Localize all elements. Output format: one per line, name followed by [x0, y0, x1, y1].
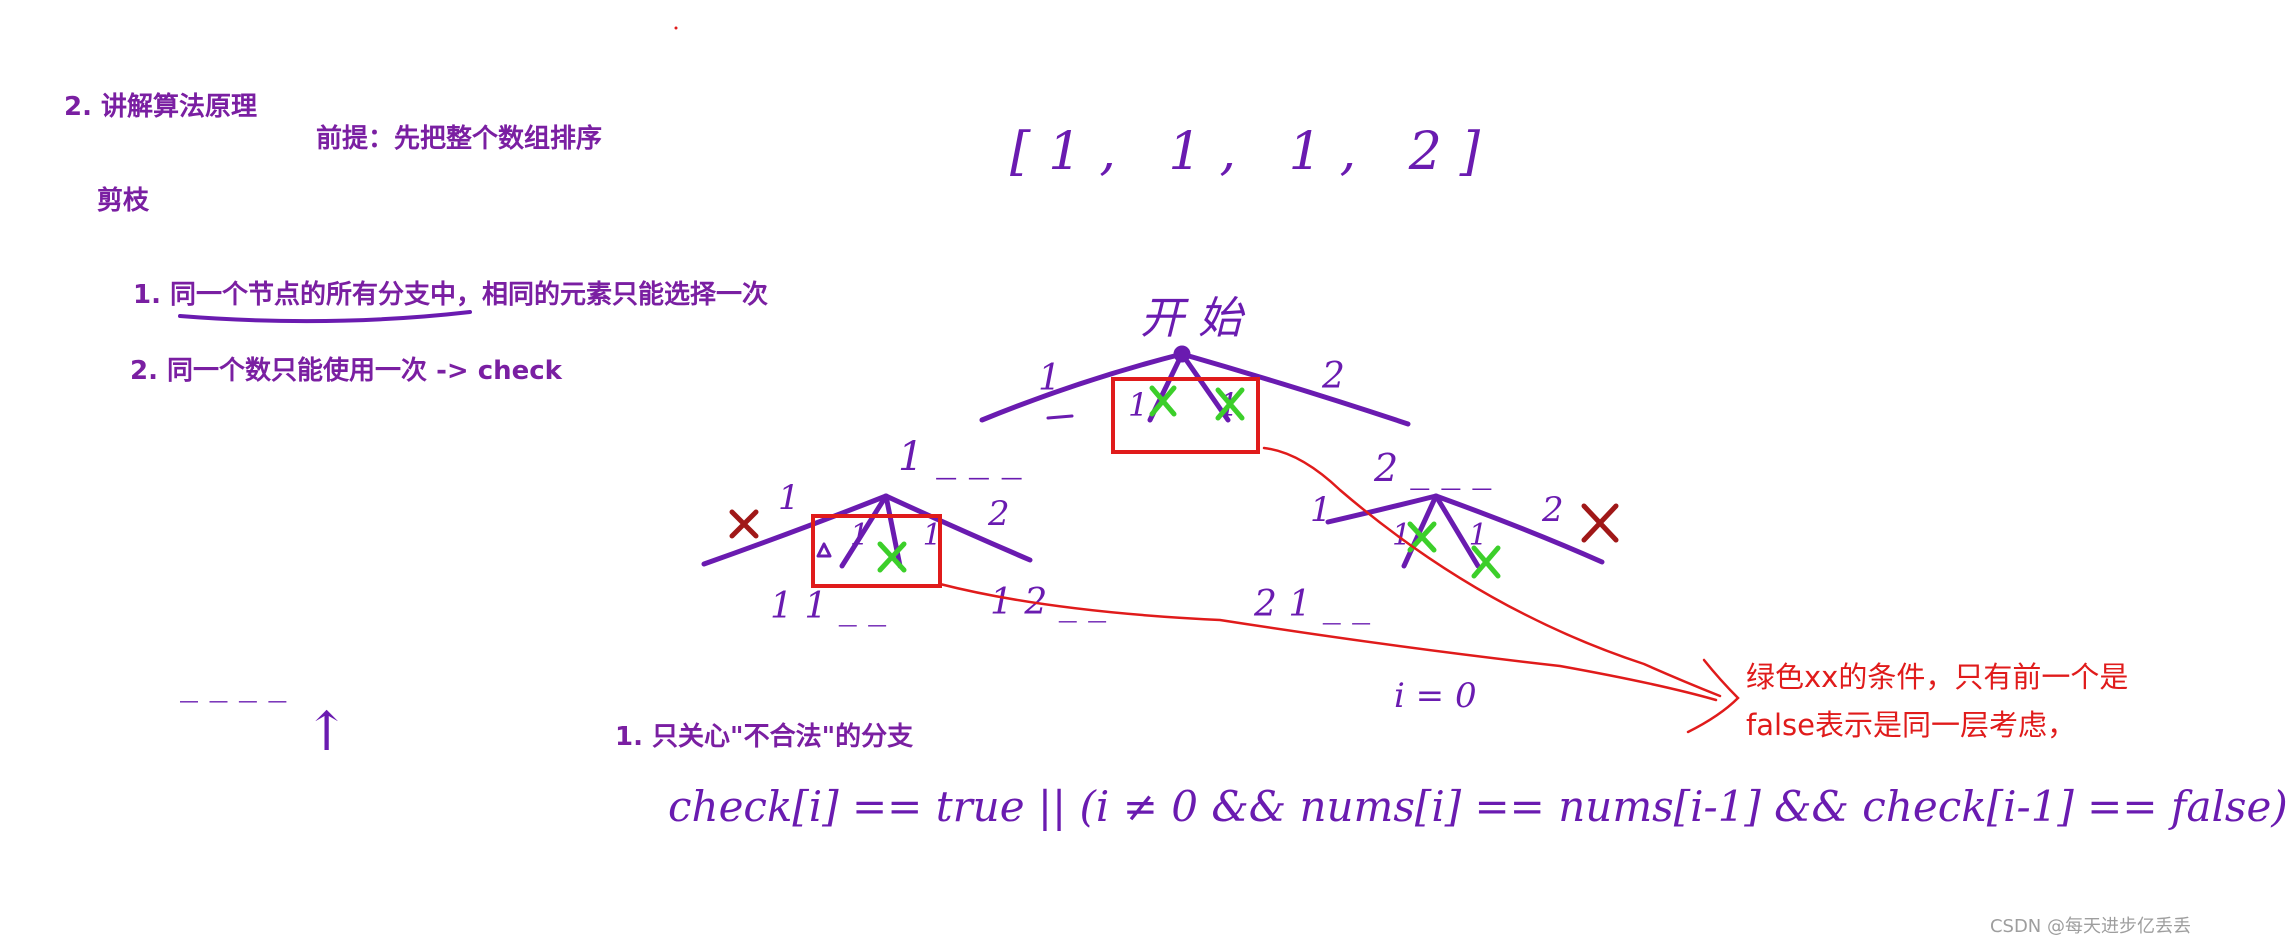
connector-to-note	[1686, 658, 1740, 734]
root-right-edge-label: 2	[1322, 356, 1345, 397]
rule-2: 2. 同一个数只能使用一次 -> check	[130, 356, 562, 386]
connector-from-root	[1262, 446, 1722, 698]
green-cross-1	[1149, 385, 1177, 417]
tree-drawing	[178, 26, 1740, 734]
leaf-12-label: 1 2 _ _	[990, 582, 1107, 623]
connector-from-left	[938, 582, 1718, 702]
leaf-11-label: 1 1 _ _	[770, 586, 887, 627]
highlight-box-left	[811, 514, 942, 588]
focus-text: 1. 只关心"不合法"的分支	[615, 722, 914, 752]
section-title: 2. 讲解算法原理	[64, 92, 258, 122]
root-branch-mid-2	[1179, 351, 1231, 423]
red-cross-left	[729, 509, 759, 539]
root-label: 开 始	[1140, 293, 1242, 344]
right-branch-right	[1433, 493, 1605, 565]
green-cross-3	[877, 541, 907, 573]
left-branch-right	[883, 493, 1033, 563]
root-left-edge-label: 1	[1038, 358, 1061, 399]
rule-1: 1. 同一个节点的所有分支中，相同的元素只能选择一次	[133, 280, 769, 310]
left-branch-mid-1	[839, 493, 889, 569]
annotation-line-1: 绿色xx的条件，只有前一个是	[1746, 660, 2129, 694]
up-arrow: ↑	[304, 700, 350, 763]
array-label: [1, 1, 1, 2]	[1010, 122, 1499, 182]
root-branch-right	[1179, 351, 1411, 427]
condition-formula: check[i] == true || (i ≠ 0 && nums[i] ==…	[668, 782, 2288, 831]
root-branch-left	[979, 351, 1185, 423]
rule-underline	[178, 310, 472, 324]
red-dot	[674, 26, 678, 30]
green-cross-4	[1407, 521, 1437, 553]
premise-text: 前提：先把整个数组排序	[316, 124, 603, 154]
left-triangle	[816, 542, 832, 558]
left-branch-left	[701, 493, 889, 567]
right-branch-left	[1325, 493, 1439, 525]
right-right-edge-label: 2	[1542, 490, 1564, 530]
green-cross-2	[1215, 387, 1245, 421]
right-branch-mid-1	[1401, 493, 1439, 569]
blanks-label: _ _ _ _	[180, 662, 287, 703]
annotation-line-2: false表示是同一层考虑，	[1746, 708, 2076, 742]
root-dash	[1046, 414, 1074, 420]
highlight-box-root	[1111, 377, 1260, 454]
watermark: CSDN @每天进步亿丢丢	[1989, 916, 2191, 937]
green-cross-5	[1471, 545, 1501, 579]
node-left-label: 1 _ _ _	[898, 434, 1022, 480]
left-left-edge-label: 1	[778, 478, 800, 518]
node-right-label: 2 _ _ _	[1374, 446, 1492, 490]
red-cross-right	[1581, 503, 1619, 543]
i-equals-zero: i = 0	[1394, 676, 1477, 716]
leaf-21-label: 2 1 _ _	[1254, 584, 1371, 625]
left-right-edge-label: 2	[988, 494, 1010, 534]
right-left-edge-label: 1	[1310, 490, 1332, 530]
prune-heading: 剪枝	[97, 186, 150, 216]
right-branch-mid-2	[1433, 493, 1481, 569]
